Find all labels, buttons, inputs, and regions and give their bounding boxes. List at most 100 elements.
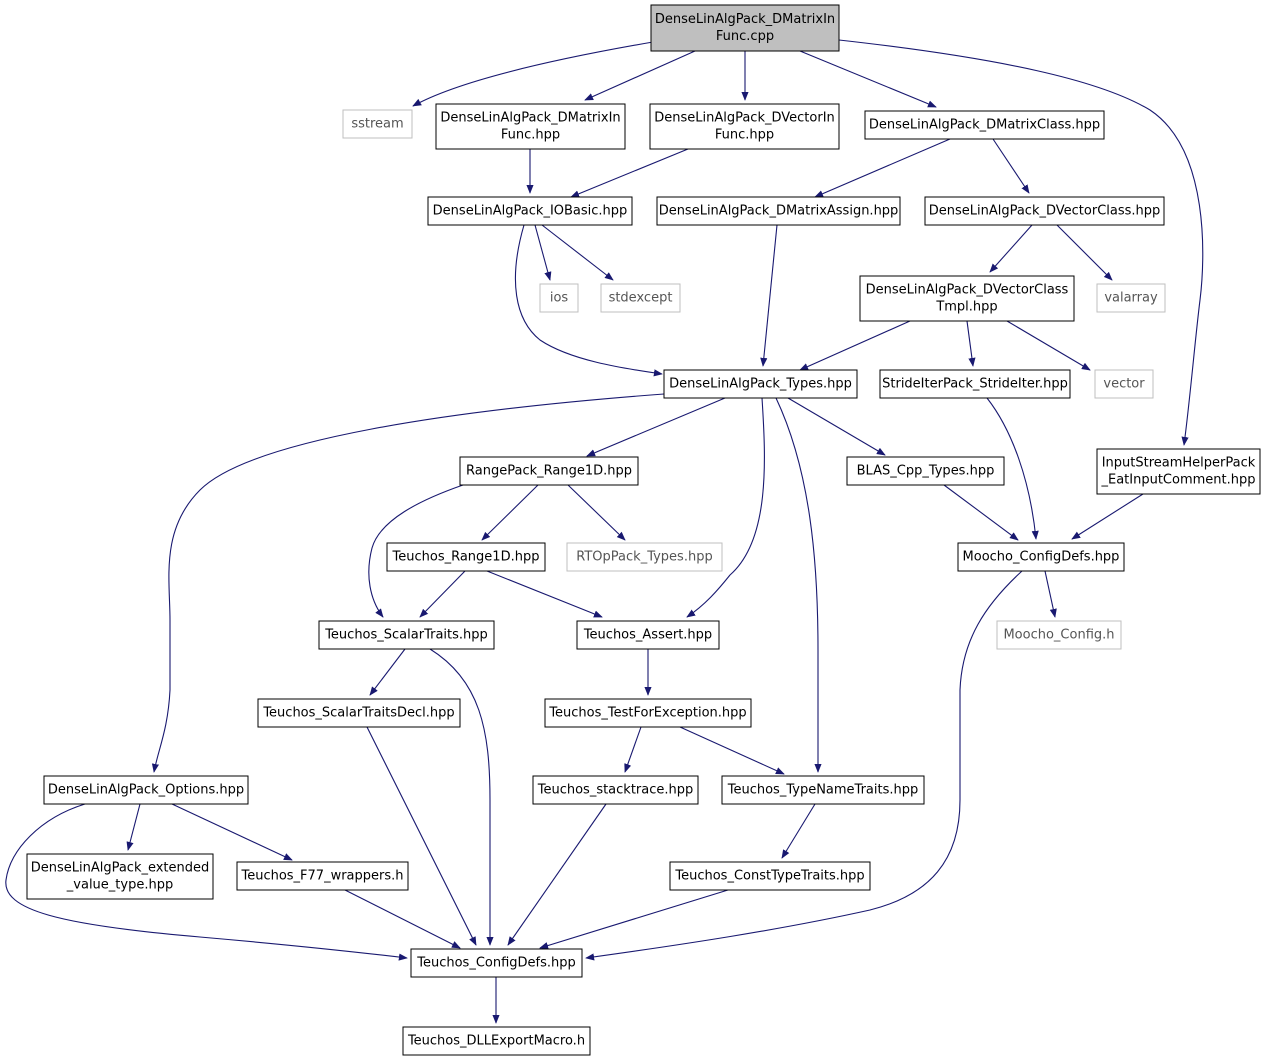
node-testforexception_hpp[interactable]: Teuchos_TestForException.hpp [544,698,752,728]
node-box [539,283,579,313]
node-label: Func.cpp [716,29,774,44]
node-box [1096,448,1261,495]
node-box [236,861,409,891]
nodes-layer: DenseLinAlgPack_DMatrixInFunc.cppsstream… [26,4,1261,1056]
node-dllexportmacro_h[interactable]: Teuchos_DLLExportMacro.h [402,1026,591,1056]
node-label: _value_type.hpp [66,878,173,893]
edge-range1d_hpp-to-scalartraits_hpp [368,484,464,618]
node-label: Moocho_ConfigDefs.hpp [963,550,1120,565]
edge-options_hpp-to-extended_value_type_hpp [126,803,141,851]
node-label: Teuchos_TestForException.hpp [548,706,746,721]
node-moocho_configdefs_hpp[interactable]: Moocho_ConfigDefs.hpp [957,542,1125,572]
node-box [600,283,681,313]
edge-root-to-dmatrixclass_hpp [799,50,937,108]
edge-dvectorclasstmpl_hpp-to-vector [1006,320,1091,371]
node-label: _EatInputComment.hpp [1100,473,1255,488]
node-box [1096,283,1166,313]
node-box [656,196,901,226]
edge-iobasic_hpp-to-stdexcept [541,224,614,281]
edge-moocho_configdefs_hpp-to-teuchos_configdefs_hpp [585,570,1023,961]
node-options_hpp[interactable]: DenseLinAlgPack_Options.hpp [43,775,249,805]
edge-dmatrixclass_hpp-to-dmatrixassign_hpp [814,138,951,198]
node-scalartraitsdecl_hpp[interactable]: Teuchos_ScalarTraitsDecl.hpp [257,698,461,728]
edge-typenametraits_hpp-to-consttypetraits_hpp [781,803,816,859]
node-label: Tmpl.hpp [935,300,997,315]
node-label: InputStreamHelperPack [1102,456,1256,471]
node-teuchos_range1d_hpp[interactable]: Teuchos_Range1D.hpp [386,542,546,572]
node-vector: vector [1094,369,1154,399]
node-consttypetraits_hpp[interactable]: Teuchos_ConstTypeTraits.hpp [669,861,871,891]
edge-teuchos_range1d_hpp-to-assert_hpp [486,570,603,618]
node-label: DenseLinAlgPack_DVectorIn [654,111,835,126]
edge-moocho_configdefs_hpp-to-moocho_config_h [1044,570,1057,618]
node-box [721,775,925,805]
node-label: Teuchos_ScalarTraits.hpp [324,628,488,643]
node-label: DenseLinAlgPack_Types.hpp [669,377,852,392]
node-valarray: valarray [1096,283,1166,313]
edge-consttypetraits_hpp-to-teuchos_configdefs_hpp [539,889,729,950]
node-label: DenseLinAlgPack_DVectorClass.hpp [929,204,1161,219]
edge-root-to-dmatrixinfunc_hpp [584,50,696,101]
node-box [879,369,1071,399]
node-label: DenseLinAlgPack_IOBasic.hpp [433,204,628,219]
node-label: Teuchos_ConfigDefs.hpp [416,956,576,971]
edge-stacktrace_hpp-to-teuchos_configdefs_hpp [507,803,607,946]
node-box [532,775,699,805]
node-range1d_hpp[interactable]: RangePack_Range1D.hpp [459,456,639,486]
edge-types_hpp-to-assert_hpp [686,397,765,618]
node-box [996,620,1122,650]
node-blas_hpp[interactable]: BLAS_Cpp_Types.hpp [846,456,1005,486]
edge-inputstream_hpp-to-moocho_configdefs_hpp [1071,493,1144,540]
edge-scalartraitsdecl_hpp-to-teuchos_configdefs_hpp [366,726,477,946]
edge-root-to-inputstream_hpp [838,39,1204,446]
node-box [257,698,461,728]
node-dmatrixclass_hpp[interactable]: DenseLinAlgPack_DMatrixClass.hpp [864,110,1105,140]
node-teuchos_configdefs_hpp[interactable]: Teuchos_ConfigDefs.hpp [410,948,583,978]
node-label: Teuchos_ScalarTraitsDecl.hpp [262,706,454,721]
node-dvectorclass_hpp[interactable]: DenseLinAlgPack_DVectorClass.hpp [924,196,1165,226]
node-box [427,196,633,226]
node-moocho_config_h: Moocho_Config.h [996,620,1122,650]
node-label: RangePack_Range1D.hpp [466,464,632,479]
node-iobasic_hpp[interactable]: DenseLinAlgPack_IOBasic.hpp [427,196,633,226]
node-box [435,103,626,150]
node-typenametraits_hpp[interactable]: Teuchos_TypeNameTraits.hpp [721,775,925,805]
edge-range1d_hpp-to-teuchos_range1d_hpp [481,484,539,541]
node-assert_hpp[interactable]: Teuchos_Assert.hpp [576,620,720,650]
node-label: DenseLinAlgPack_DMatrixAssign.hpp [659,204,899,219]
node-stdexcept: stdexcept [600,283,681,313]
edge-types_hpp-to-blas_hpp [787,397,886,456]
edge-f77_wrappers_h-to-teuchos_configdefs_hpp [344,889,461,949]
node-scalartraits_hpp[interactable]: Teuchos_ScalarTraits.hpp [318,620,495,650]
node-box [566,542,723,572]
node-label: valarray [1104,291,1158,306]
node-label: DenseLinAlgPack_DMatrixIn [655,12,835,27]
node-box [649,103,840,150]
node-inputstream_hpp[interactable]: InputStreamHelperPack _EatInputComment.hp… [1096,448,1261,495]
edge-iobasic_hpp-to-types_hpp [514,224,663,377]
node-box [342,109,413,139]
node-stacktrace_hpp[interactable]: Teuchos_stacktrace.hpp [532,775,699,805]
node-box [43,775,249,805]
node-strideiter_hpp[interactable]: StrideIterPack_StrideIter.hpp [879,369,1071,399]
edge-options_hpp-to-teuchos_configdefs_hpp [5,803,408,961]
node-box [924,196,1165,226]
node-dmatrixassign_hpp[interactable]: DenseLinAlgPack_DMatrixAssign.hpp [656,196,901,226]
node-label: Teuchos_F77_wrappers.h [240,869,403,884]
edge-iobasic_hpp-to-ios [534,224,552,281]
node-label: Teuchos_ConstTypeTraits.hpp [674,869,864,884]
node-types_hpp[interactable]: DenseLinAlgPack_Types.hpp [663,369,858,399]
edge-types_hpp-to-range1d_hpp [586,397,726,457]
node-label: StrideIterPack_StrideIter.hpp [882,377,1068,392]
node-extended_value_type_hpp[interactable]: DenseLinAlgPack_extended_value_type.hpp [26,853,214,900]
node-box [544,698,752,728]
edge-scalartraits_hpp-to-teuchos_configdefs_hpp [429,648,494,946]
node-label: Teuchos_stacktrace.hpp [537,783,694,798]
node-box [402,1026,591,1056]
node-f77_wrappers_h[interactable]: Teuchos_F77_wrappers.h [236,861,409,891]
